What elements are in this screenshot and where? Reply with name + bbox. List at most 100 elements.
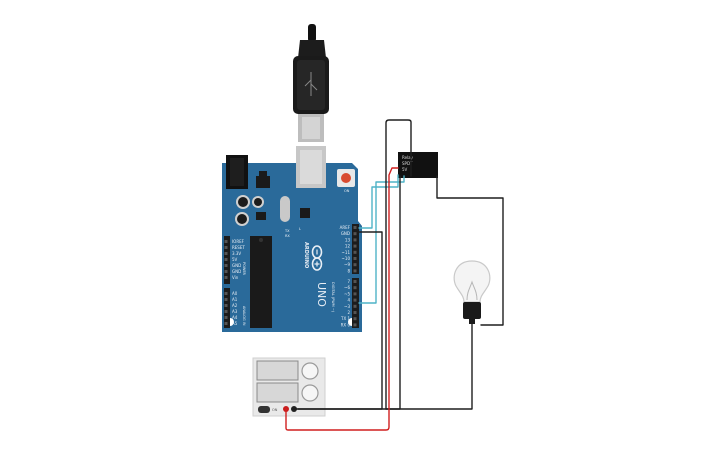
header-pin[interactable] [353, 292, 357, 296]
header-pin[interactable] [353, 317, 357, 321]
pin-label: ~5 [344, 291, 350, 296]
pin-label: 13 [345, 237, 351, 242]
digital-header-label: DIGITAL (PWM ~) [331, 282, 335, 313]
header-pin[interactable] [224, 322, 228, 325]
relay-label-line1: Relay [402, 155, 414, 160]
digital-header-top [352, 224, 359, 274]
header-pin[interactable] [224, 258, 228, 261]
power-switch[interactable] [258, 406, 270, 413]
arduino-logo [311, 245, 323, 271]
header-pin[interactable] [224, 240, 228, 243]
relay-body [398, 152, 438, 178]
on-led-label: ON [344, 189, 350, 193]
crystal [280, 196, 290, 222]
rx-label: RX [285, 234, 290, 238]
voltage-regulator [256, 176, 270, 188]
bench-power-supply[interactable]: ON [252, 357, 326, 417]
header-pin[interactable] [353, 226, 357, 229]
relay-module[interactable]: Relay SPDT 5V [398, 152, 438, 178]
atmega-chip [250, 236, 272, 328]
current-knob[interactable] [301, 384, 319, 402]
header-pin[interactable] [353, 257, 357, 260]
analog-header [224, 288, 230, 328]
pin-label: ~3 [344, 304, 350, 309]
usb-cable[interactable] [293, 24, 329, 142]
tx-label: TX [284, 229, 290, 233]
pin-label: A2 [232, 303, 238, 308]
arduino-uno-board[interactable]: ARDUINO UNO TX RX L ON IOREFRESET3.3V5VG… [222, 146, 362, 332]
usb-controller-chip [300, 208, 310, 218]
power-header-label: POWER [242, 262, 246, 276]
pin-label: A0 [232, 291, 238, 296]
header-pin[interactable] [353, 263, 357, 267]
relay-label-line2: SPDT [402, 161, 413, 166]
header-pin[interactable] [353, 269, 357, 273]
analog-header-label: ANALOG IN [242, 306, 246, 326]
header-pin[interactable] [353, 244, 357, 248]
bulb-socket [463, 302, 481, 319]
l-led-label: L [299, 227, 301, 231]
wire-red-positive[interactable] [285, 167, 399, 431]
header-pin[interactable] [353, 311, 357, 314]
header-pin[interactable] [353, 238, 357, 242]
header-pin[interactable] [353, 323, 357, 327]
wire-black-relay-loop[interactable] [385, 119, 412, 410]
pin-label: A3 [232, 309, 238, 314]
digital-header-bottom [352, 278, 359, 328]
board-model-text: UNO [315, 282, 328, 307]
pin-label: GND [232, 263, 241, 268]
bulb-filament [466, 280, 478, 301]
pin-label: RX 0 [341, 322, 351, 327]
header-pin[interactable] [224, 310, 228, 313]
header-pin[interactable] [224, 246, 228, 249]
wire-teal-signal[interactable] [358, 175, 405, 304]
pin-label: ~10 [342, 256, 351, 261]
header-pin[interactable] [224, 252, 228, 255]
header-pin[interactable] [353, 232, 357, 236]
voltage-knob[interactable] [301, 362, 319, 380]
light-bulb[interactable] [453, 260, 491, 324]
reset-button-cap[interactable] [341, 173, 351, 183]
pin-label: A1 [232, 297, 238, 302]
relay-label-line3: 5V [402, 167, 408, 172]
header-pin[interactable] [224, 304, 228, 307]
usb-cable-wire [308, 24, 316, 42]
header-pin[interactable] [353, 286, 357, 290]
header-pin[interactable] [224, 292, 228, 295]
pin-label: 8 [347, 268, 350, 273]
usb-symbol-icon [304, 72, 318, 96]
pin-label: 5V [232, 257, 238, 262]
pin-label: A5 [232, 321, 238, 326]
header-pin[interactable] [224, 264, 228, 267]
pin-label: GND [232, 269, 241, 274]
pin-label: RESET [232, 245, 245, 250]
header-pin[interactable] [224, 276, 228, 279]
pin-label: 7 [347, 279, 350, 284]
header-pin[interactable] [224, 316, 228, 319]
pin-label: AREF [340, 225, 351, 230]
pin-label: 4 [347, 298, 350, 303]
current-display [256, 382, 299, 403]
pin-label: GND [341, 231, 350, 236]
usb-strain-relief [298, 40, 326, 58]
header-pin[interactable] [353, 250, 357, 254]
wire-black-relay-bulb[interactable] [436, 175, 504, 326]
pin-label: ~6 [344, 285, 350, 290]
wire-teal-5v[interactable] [358, 174, 399, 229]
pin-label: 12 [345, 244, 351, 249]
header-pin[interactable] [353, 298, 357, 302]
wire-black-bulb-supply[interactable] [385, 323, 473, 410]
pin-label: ~11 [342, 250, 351, 255]
header-pin[interactable] [224, 298, 228, 301]
header-pin[interactable] [353, 304, 357, 308]
header-pin[interactable] [224, 270, 228, 273]
voltage-display [256, 360, 299, 381]
pin-label: ~9 [344, 262, 350, 267]
header-pin[interactable] [353, 280, 357, 283]
pin-label: Vin [232, 275, 239, 280]
pin-label: TX 1 [340, 316, 350, 321]
